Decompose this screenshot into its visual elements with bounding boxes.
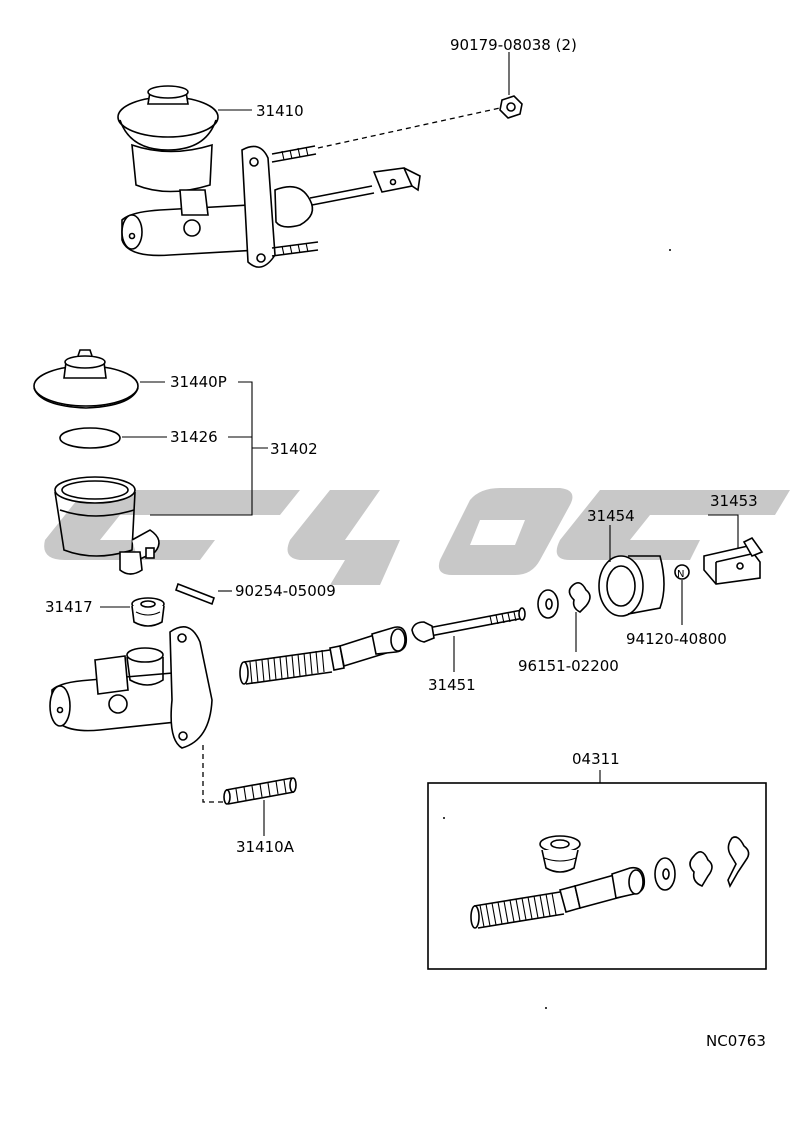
kit-box <box>427 782 767 970</box>
label-04311: 04311 <box>572 750 620 768</box>
label-31426: 31426 <box>170 428 218 446</box>
label-31453: 31453 <box>710 492 758 510</box>
kit-snap-ring <box>689 851 713 887</box>
n-mark-symbol: N <box>677 569 684 580</box>
diagram-code: NC0763 <box>706 1032 766 1050</box>
pin <box>175 582 215 606</box>
grommet <box>131 597 165 627</box>
cylinder-body <box>49 626 213 749</box>
kit-washer <box>654 857 676 891</box>
label-90254-05009: 90254-05009 <box>235 582 336 600</box>
reservoir-tank <box>54 476 160 575</box>
stud <box>223 777 297 805</box>
leader-31453 <box>708 514 739 548</box>
label-31410a: 31410A <box>236 838 295 856</box>
label-31402: 31402 <box>270 440 318 458</box>
master-cylinder-assembly-top <box>117 85 523 268</box>
label-31454: 31454 <box>587 507 635 525</box>
label-31440p: 31440P <box>170 373 227 391</box>
kit-grommet <box>539 835 581 873</box>
kit-spring-piston <box>470 866 646 929</box>
label-96151-02200: 96151-02200 <box>518 657 619 675</box>
label-90179-08038: 90179-08038 (2) <box>450 36 577 54</box>
kit-cotter-pin <box>727 836 750 888</box>
diaphragm <box>59 427 121 449</box>
spring-piston <box>239 626 408 685</box>
dot-mark <box>669 249 671 251</box>
label-31417: 31417 <box>45 598 93 616</box>
boot <box>598 525 665 617</box>
push-rod <box>411 607 526 643</box>
snap-ring <box>568 582 591 613</box>
clevis <box>703 536 764 585</box>
dot-mark <box>545 1007 547 1009</box>
reservoir-cap <box>33 349 139 409</box>
washer <box>537 589 559 619</box>
label-31451: 31451 <box>428 676 476 694</box>
label-94120-40800: 94120-40800 <box>626 630 727 648</box>
nut-n-mark <box>674 564 690 580</box>
watermark-logo <box>44 488 790 585</box>
dash-stud-guide <box>202 745 225 803</box>
bracket-31402 <box>150 381 268 516</box>
dot-mark <box>443 817 445 819</box>
label-31410: 31410 <box>256 102 304 120</box>
